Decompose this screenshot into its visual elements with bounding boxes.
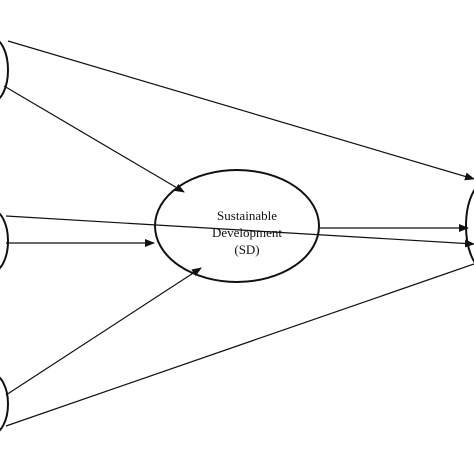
center-node-label-line-3: (SD) — [234, 242, 259, 257]
center-node-label-line-2: Development — [212, 225, 282, 240]
arrow-top-to-sd — [3, 85, 185, 193]
arrow-bottom-to-sd — [5, 267, 202, 396]
arrow-middle-to-right — [5, 215, 474, 248]
right-node — [465, 188, 474, 264]
arrow-top-to-right — [7, 40, 474, 181]
left-node-middle — [0, 212, 9, 270]
arrow-bottom-to-right — [5, 263, 474, 427]
center-node-label-line-1: Sustainable — [217, 208, 277, 223]
left-node-top — [0, 40, 9, 100]
center-node-sd — [154, 169, 320, 283]
left-node-bottom — [0, 376, 9, 432]
